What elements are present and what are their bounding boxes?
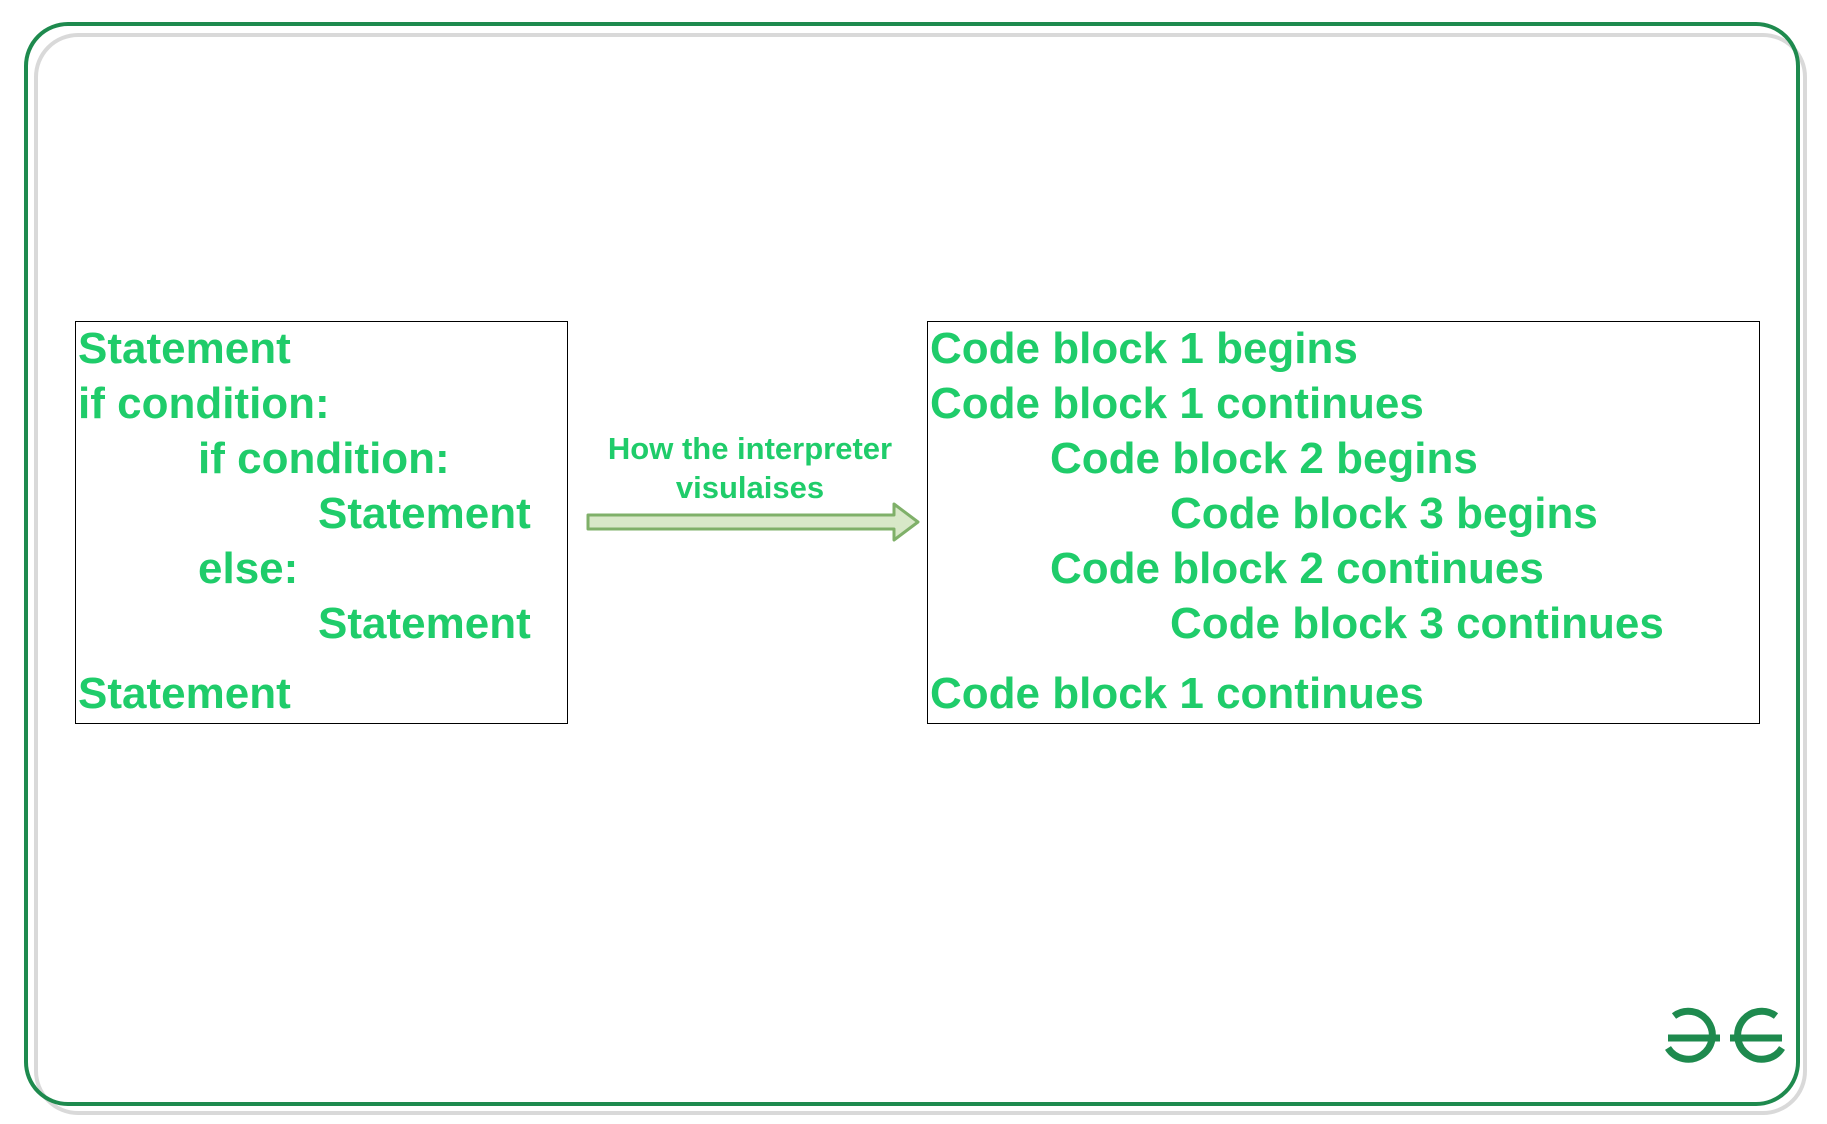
diagram-frame <box>24 22 1800 1106</box>
code-block-line: Code block 2 begins <box>1050 434 1478 483</box>
code-line: else: <box>198 544 299 593</box>
code-block-line: Code block 1 continues <box>930 669 1424 718</box>
arrow-label-line: How the interpreter <box>607 431 893 466</box>
code-block-line: Code block 1 continues <box>930 379 1424 428</box>
code-block-line: Code block 3 continues <box>1170 599 1664 648</box>
code-block-line: Code block 3 begins <box>1170 489 1598 538</box>
geeksforgeeks-logo-icon <box>1665 1007 1785 1063</box>
source-code-box: Statement if condition: if condition: St… <box>75 321 568 724</box>
code-line: if condition: <box>78 379 330 428</box>
right-arrow-icon <box>586 502 920 542</box>
frame-shadow <box>34 33 1807 1115</box>
code-line: Statement <box>318 489 531 538</box>
code-blocks-box: Code block 1 begins Code block 1 continu… <box>927 321 1760 724</box>
arrow-label-line: visulaises <box>675 470 825 505</box>
arrow-label: How the interpreter visulaises <box>580 429 920 507</box>
code-line: Statement <box>78 324 291 373</box>
code-block-line: Code block 2 continues <box>1050 544 1544 593</box>
code-block-line: Code block 1 begins <box>930 324 1358 373</box>
code-line: Statement <box>78 669 291 718</box>
code-line: if condition: <box>198 434 450 483</box>
code-line: Statement <box>318 599 531 648</box>
